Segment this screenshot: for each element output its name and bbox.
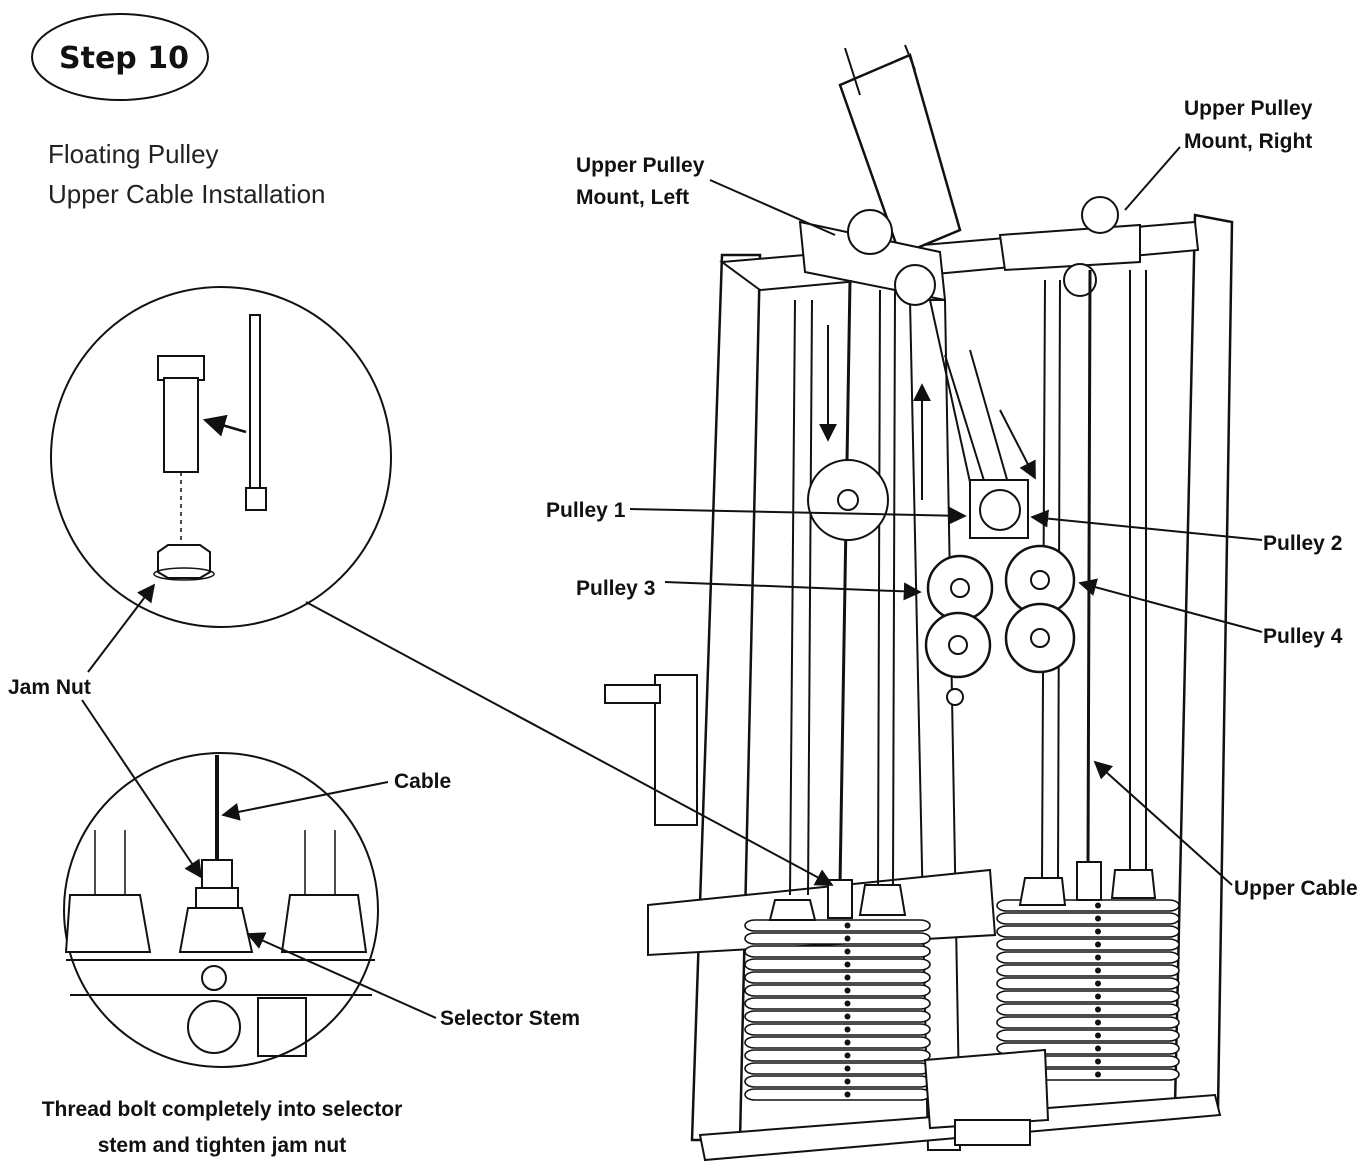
left-stack-plate <box>744 1010 931 1023</box>
label-pulley-3: Pulley 3 <box>576 577 655 600</box>
right-stack-pin-hole <box>1095 967 1101 974</box>
left-stack-pin-hole <box>844 922 851 929</box>
left-stack-plate <box>744 1036 931 1049</box>
label-upper-pulley-mount-left-1: Upper Pulley <box>576 154 705 177</box>
left-stack-pin-hole <box>844 1013 851 1020</box>
pulley-wheel-3b <box>924 611 992 679</box>
guide-rods <box>789 270 1147 896</box>
weight-stack-right <box>996 899 1180 1081</box>
title-line-2: Upper Cable Installation <box>48 179 326 209</box>
right-stack-plate <box>996 925 1180 938</box>
detail-circle-bolt <box>50 286 392 628</box>
right-stack-pin-hole <box>1095 941 1101 948</box>
left-stack-pin-hole <box>844 1000 851 1007</box>
left-stack-plate <box>744 1075 931 1088</box>
right-stack-pin-hole <box>1095 993 1101 1000</box>
caption-line-2: stem and tighten jam nut <box>98 1134 347 1157</box>
step-badge: Step 10 <box>31 13 209 101</box>
right-stack-pin-hole <box>1095 1019 1101 1026</box>
left-stack-plate <box>744 1062 931 1075</box>
left-stack-pin-hole <box>844 974 851 981</box>
right-stack-plate <box>996 951 1180 964</box>
right-stack-pin-hole <box>1095 1071 1101 1078</box>
right-stack-pin-hole <box>1095 1032 1101 1039</box>
left-stack-plate <box>744 932 931 945</box>
left-stack-pin-hole <box>844 987 851 994</box>
left-stack-pin-hole <box>844 961 851 968</box>
right-stack-pin-hole <box>1095 902 1101 909</box>
left-stack-pin-hole <box>844 1039 851 1046</box>
step-label: Step 10 <box>59 41 189 76</box>
leader-lines <box>81 146 1263 1019</box>
right-stack-plate <box>996 938 1180 951</box>
left-stack-pin-hole <box>844 1065 851 1072</box>
right-stack-plate <box>996 977 1180 990</box>
left-stack-plate <box>744 919 931 932</box>
weight-stack-left <box>744 919 931 1101</box>
left-stack-plate <box>744 1049 931 1062</box>
right-stack-pin-hole <box>1095 954 1101 961</box>
label-jam-nut: Jam Nut <box>8 676 91 699</box>
label-upper-pulley-mount-right-2: Mount, Right <box>1184 130 1312 153</box>
label-selector-stem: Selector Stem <box>440 1007 580 1030</box>
left-stack-pin-hole <box>844 1078 851 1085</box>
left-stack-plate <box>744 971 931 984</box>
bottom-bracket <box>923 1048 1050 1146</box>
label-upper-cable: Upper Cable <box>1234 877 1358 900</box>
right-stack-pin-hole <box>1095 1045 1101 1052</box>
left-stack-pin-hole <box>844 1026 851 1033</box>
upper-pulley-mount-left <box>798 209 947 306</box>
pulley-wheel-4 <box>1004 544 1076 616</box>
caption-line-1: Thread bolt completely into selector <box>42 1098 403 1121</box>
right-stack-pin-hole <box>1095 928 1101 935</box>
left-stack-plate <box>744 1023 931 1036</box>
label-pulley-4: Pulley 4 <box>1263 625 1343 648</box>
left-stack-plate <box>744 997 931 1010</box>
right-stack-plate <box>996 1016 1180 1029</box>
callout-labels: Upper Pulley Mount, Left Upper Pulley Mo… <box>8 97 1358 1030</box>
label-upper-pulley-mount-right-1: Upper Pulley <box>1184 97 1313 120</box>
left-stack-plate <box>744 945 931 958</box>
upper-cables <box>838 269 1092 886</box>
right-stack-plate <box>996 1029 1180 1042</box>
right-stack-plate <box>996 990 1180 1003</box>
label-pulley-2: Pulley 2 <box>1263 532 1342 555</box>
right-stack-pin-hole <box>1095 1006 1101 1013</box>
detail-circle-selector-stem <box>63 752 379 1068</box>
title-line-1: Floating Pulley <box>48 139 219 169</box>
selector-stems <box>768 861 1157 921</box>
pulley-wheel-3 <box>926 554 994 622</box>
left-stack-pin-hole <box>844 935 851 942</box>
right-stack-plate <box>996 912 1180 925</box>
right-stack-pin-hole <box>1095 980 1101 987</box>
right-stack-pin-hole <box>1095 915 1101 922</box>
right-stack-plate <box>996 964 1180 977</box>
left-stack-pin-hole <box>844 948 851 955</box>
left-stack-plate <box>744 958 931 971</box>
left-stack-plate <box>744 1088 931 1101</box>
cable-direction-arrows <box>819 325 1036 500</box>
right-stack-pin-hole <box>1095 1058 1101 1065</box>
left-stack-plate <box>744 984 931 997</box>
upper-pulley-mount-right <box>998 196 1141 297</box>
left-stack-pin-hole <box>844 1052 851 1059</box>
right-stack-plate <box>996 1003 1180 1016</box>
pulley-wheel-4b <box>1004 602 1076 674</box>
left-stack-pin-hole <box>844 1091 851 1098</box>
label-upper-pulley-mount-left-2: Mount, Left <box>576 186 689 209</box>
floating-pulley-block <box>807 459 1076 706</box>
label-pulley-1: Pulley 1 <box>546 499 626 522</box>
label-cable: Cable <box>394 770 451 793</box>
